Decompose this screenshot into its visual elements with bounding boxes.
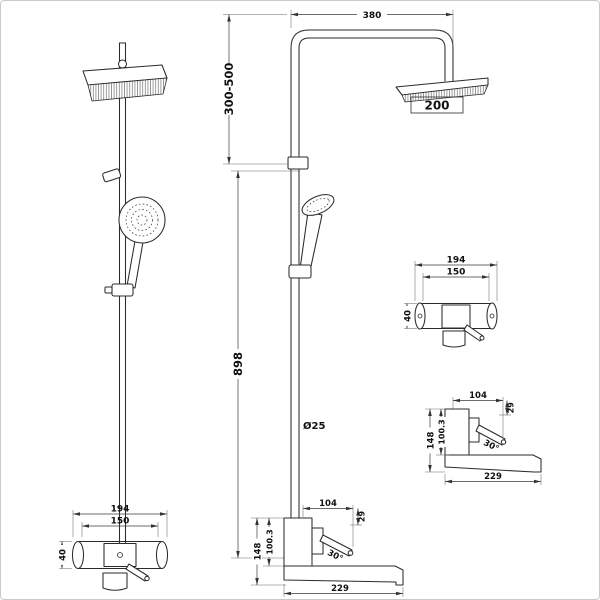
mixer-side: 104 29 148 100.3 30° 229 (251, 499, 404, 597)
hand-shower-side-handle (299, 211, 323, 272)
dim-dside-104-label: 104 (469, 391, 487, 401)
pipe-and-arm-inner (298, 37, 446, 562)
dim-detail-150-label: 150 (447, 268, 466, 278)
dside-body (444, 408, 470, 458)
detail-mixer-body (441, 304, 471, 329)
mixer-side-body (283, 517, 313, 569)
dim-mixer-29-label: 29 (358, 511, 367, 523)
dim-dside-148-label: 148 (426, 432, 436, 450)
supply-fitting (102, 168, 122, 183)
dim-pipe-diameter-label: Ø25 (303, 420, 325, 432)
right-flange (155, 540, 169, 570)
dim-dside-29-label: 29 (507, 402, 516, 414)
mixer-spout (102, 572, 128, 591)
mixer-side-spout (283, 565, 404, 586)
dim-dside-229-label: 229 (484, 472, 502, 482)
mixer-side-handle (319, 534, 353, 557)
overhead-shower-side (395, 77, 489, 103)
detail-mixer-side: 104 29 30° 148 100.3 229 (425, 391, 542, 485)
overhead-shower-front (82, 64, 168, 102)
dim-mixer-104-label: 104 (319, 499, 337, 509)
detail-mixer-front: 194 150 40 (402, 256, 498, 348)
dim-898-label: 898 (231, 352, 245, 376)
dim-head-200: 200 (410, 96, 464, 114)
mixer-handle (125, 563, 149, 582)
dim-column-898: 898 (231, 170, 299, 559)
height-lock-bracket (287, 156, 309, 170)
dim-front-150-label: 150 (111, 517, 130, 527)
hand-shower-holder (288, 264, 312, 279)
hand-shower-front (118, 196, 166, 289)
dim-front-194-label: 194 (111, 505, 130, 515)
dim-mixer-229-label: 229 (331, 584, 349, 594)
detail-left-flange (414, 302, 426, 330)
hand-shower-side (288, 194, 335, 279)
mixer-front: 194 150 40 (57, 505, 169, 591)
detail-right-flange (486, 302, 498, 330)
dim-arm-380: 380 (290, 9, 454, 46)
dim-200-label: 200 (424, 99, 449, 113)
detail-mixer-handle (463, 324, 484, 342)
slider-bracket (104, 283, 134, 297)
dim-300-500-label: 300-500 (222, 63, 236, 116)
mixer-body (103, 542, 137, 568)
hand-shower-handle (126, 240, 144, 289)
dside-spout (444, 454, 542, 473)
dside-handle (475, 424, 506, 446)
dim-detail-40-label: 40 (403, 310, 413, 322)
dim-mixer-148-label: 148 (253, 543, 263, 561)
dim-dside-100-label: 100.3 (437, 419, 446, 444)
dim-detail-194-label: 194 (447, 256, 466, 266)
front-view: 194 150 40 (57, 42, 169, 591)
dim-380-label: 380 (363, 11, 382, 21)
dim-adjustable-300-500: 300-500 (222, 14, 287, 165)
dim-front-40-label: 40 (58, 549, 68, 561)
pipe-and-arm-outer (290, 29, 454, 562)
left-flange (71, 540, 85, 570)
dim-mixer-100-label: 100.3 (265, 529, 274, 554)
ball-joint (117, 59, 128, 69)
detail-mixer-spout (442, 330, 466, 348)
